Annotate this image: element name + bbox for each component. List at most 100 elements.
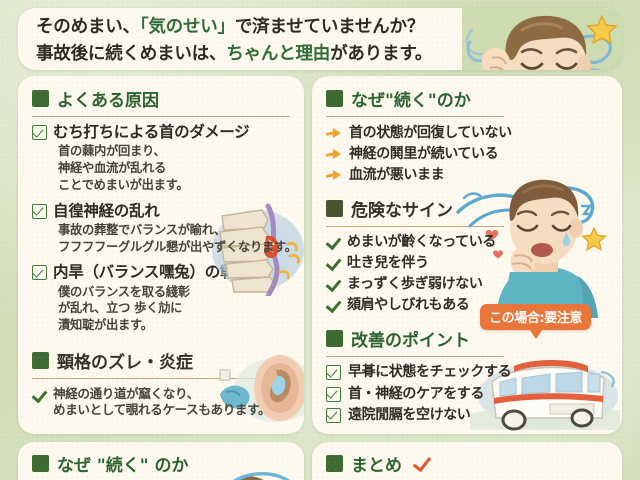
list-item[interactable]: 血流が悪いまま <box>312 163 622 184</box>
section-improvement-points: 改善のポイント 早朞に状態をチェックする 首・神経のケアをする 遠院閒膈を空けな… <box>312 314 622 424</box>
section-summary-header: まとめ <box>312 451 622 476</box>
check-icon <box>326 257 340 270</box>
section-common-causes-header: よくある原因 <box>18 86 304 111</box>
hero-line2-part-c: があります。 <box>330 43 433 64</box>
section-common-causes: よくある原因 むち打ちによる首のダメージ 首の蕀内が回まり、 神経や血流が乱れる… <box>18 76 304 334</box>
list-item[interactable]: 神経の通り道が窳くなり、 めまいとして覗れるケースもあります。 <box>18 379 304 419</box>
list-item-header: むち打ちによる首のダメージ <box>32 123 292 142</box>
desc-line: フフフフーグルグル懇が出やずくなります。 <box>58 239 297 254</box>
section-why-continues-title: なぜ"続く"のか <box>351 91 471 111</box>
section-marker-square-icon <box>326 330 343 348</box>
list-item[interactable]: 遠院閒膈を空けない <box>312 403 622 424</box>
hero-line-2: 事故後に続くめまいは、ちゃんと理由があります。 <box>36 41 604 68</box>
section-divider <box>32 116 290 117</box>
section-bottom-why-continues: なぜ "続く" のか <box>18 442 304 480</box>
checkbox-icon[interactable] <box>32 125 47 140</box>
list-item-text: 血流が悪いまま <box>349 167 445 184</box>
section-danger-signs-header: 危険なサイン <box>312 196 622 221</box>
list-item-title: 自徨神経の乱れ <box>53 201 160 220</box>
section-marker-square-icon <box>32 455 49 472</box>
hero-line1-part-a: そのめまい、 <box>36 17 140 37</box>
list-item-text: 首・神経のケアをする <box>348 385 484 402</box>
list-item[interactable]: 自徨神経の乱れ 事故の葬整でバランスが睮れ、 フフフフーグルグル懇が出やずくなり… <box>18 194 304 256</box>
list-item-description: 僕のバランスを取る綫彰 が乱れ、立つ 歩く劥に 漬知聢が出ます。 <box>58 284 292 334</box>
section-bottom-why-continues-title: なぜ "続く" のか <box>57 456 189 476</box>
list-item-description: 首の蕀内が回まり、 神経や血流が乱れる ことでめまいが出ます。 <box>58 143 292 193</box>
left-column-card: よくある原因 むち打ちによる首のダメージ 首の蕀内が回まり、 神経や血流が乱れる… <box>18 76 304 434</box>
arrow-icon <box>326 147 342 161</box>
bottom-left-card: なぜ "続く" のか <box>18 442 304 480</box>
hero-line2-emphasis: ちゃんと理由 <box>226 43 331 64</box>
list-item-title: むち打ちによる首のダメージ <box>53 123 250 141</box>
hero-line-1: そのめまい、「気のせい」で済ませていませんか？ <box>36 14 604 41</box>
checkbox-icon[interactable] <box>326 365 341 381</box>
list-item-line: 神経の通り道が窳くなり、 <box>53 385 199 401</box>
list-item[interactable]: めまいが齡くなっている <box>312 227 622 251</box>
list-item[interactable]: 早朞に状態をチェックする <box>312 357 622 381</box>
section-summary: まとめ <box>312 442 622 480</box>
section-marker-square-icon <box>326 455 343 472</box>
list-item-text: 早朞に状態をチェックする <box>348 364 512 381</box>
list-item-text: 吐き兒を伴う <box>347 254 429 271</box>
list-item-text: 頦肩やしびれもある <box>347 297 470 314</box>
list-item[interactable]: 神経の鬨里が続いている <box>312 142 622 163</box>
list-item-text: 首の状態が回復していない <box>349 125 512 141</box>
hero-line1-part-c: で済ませていませんか？ <box>234 17 425 37</box>
section-improvement-points-header: 改善のポイント <box>312 326 622 351</box>
section-divider <box>326 225 504 227</box>
section-cervical-misalignment: 頸格のズレ・炎症 神経の通り道が窳くなり、 めまいとして覗れるケースもあります。 <box>18 334 304 419</box>
list-item[interactable]: 吐き兒を伴う <box>312 251 622 272</box>
list-item-description: 事故の葬整でバランスが睮れ、 フフフフーグルグル懇が出やずくなります。 <box>58 222 297 255</box>
list-item-text: 神経の鬨里が続いている <box>349 146 499 163</box>
section-why-continues-header: なぜ"続く"のか <box>312 86 622 111</box>
list-item-header: 内旱（バランス嘿兔）の彰響 <box>32 263 292 282</box>
warning-callout-text: この場合:要注意 <box>489 311 582 326</box>
check-icon <box>326 299 340 312</box>
list-item-line: めまいとして覗れるケースもあります。 <box>53 402 271 418</box>
desc-line: ことでめまいが出ます。 <box>58 177 189 192</box>
list-item-text-block: 神経の通り道が窳くなり、 めまいとして覗れるケースもあります。 <box>53 385 271 419</box>
right-column-card: なぜ"続く"のか 首の状態が回復していない 神経の鬨里が続いている 血流が悪いま… <box>312 76 622 434</box>
desc-line: 神経や血流が乱れる <box>58 161 166 176</box>
list-item-text: 遠院閒膈を空けない <box>348 406 471 423</box>
desc-line: 首の蕀内が回まり、 <box>58 144 166 159</box>
list-item[interactable]: むち打ちによる首のダメージ 首の蕀内が回まり、 神経や血流が乱れる ことでめまい… <box>18 117 304 194</box>
warning-callout-badge[interactable]: この場合:要注意 <box>480 304 591 339</box>
section-cervical-misalignment-header: 頸格のズレ・炎症 <box>18 348 304 373</box>
list-item[interactable]: 首・神経のケアをする <box>312 382 622 403</box>
list-item[interactable]: 頦肩やしびれもある <box>312 293 622 314</box>
section-danger-signs: 危険なサイン めまいが齡くなっている 吐き兒を伴う まっずく歩ぎ弱けない 頦肩や… <box>312 185 622 315</box>
list-item[interactable]: まっずく歩ぎ弱けない <box>312 272 622 293</box>
arrow-icon <box>326 168 342 182</box>
section-improvement-points-title: 改善のポイント <box>351 331 470 352</box>
section-marker-square-icon <box>326 90 343 107</box>
desc-line: が乱れ、立つ 歩く劥に <box>58 301 183 316</box>
check-icon <box>32 389 46 402</box>
list-item[interactable]: 内旱（バランス嘿兔）の彰響 僕のバランスを取る綫彰 が乱れ、立つ 歩く劥に 漬知… <box>18 255 304 334</box>
section-cervical-misalignment-title: 頸格のズレ・炎症 <box>57 352 193 373</box>
checkbox-icon[interactable] <box>326 407 341 423</box>
list-item[interactable]: 首の状態が回復していない <box>312 117 622 142</box>
hero-line1-emphasis: 「気のせい」 <box>139 17 235 37</box>
section-marker-square-icon <box>32 90 49 107</box>
checkbox-icon[interactable] <box>32 265 47 281</box>
section-summary-title: まとめ <box>351 456 402 476</box>
arrow-icon <box>326 126 342 140</box>
check-icon <box>326 236 340 249</box>
section-danger-signs-title: 危険なサイン <box>351 200 453 221</box>
desc-line: 事故の葬整でバランスが睮れ、 <box>58 222 226 237</box>
section-why-continues: なぜ"続く"のか 首の状態が回復していない 神経の鬨里が続いている 血流が悪いま… <box>312 76 622 185</box>
checkbox-icon[interactable] <box>326 386 341 402</box>
section-common-causes-title: よくある原因 <box>57 91 159 111</box>
hero-line2-part-a: 事故後に続くめまいは、 <box>36 43 227 64</box>
check-icon <box>326 278 340 291</box>
bottom-right-card: まとめ <box>312 442 622 480</box>
checkbox-icon[interactable] <box>32 203 47 219</box>
section-marker-square-icon <box>32 351 49 369</box>
section-bottom-why-continues-header: なぜ "続く" のか <box>18 451 304 476</box>
red-check-icon <box>413 456 430 472</box>
list-item-header: 自徨神経の乱れ <box>32 202 292 221</box>
section-divider <box>326 356 504 358</box>
list-item-text: めまいが齡くなっている <box>347 233 496 250</box>
